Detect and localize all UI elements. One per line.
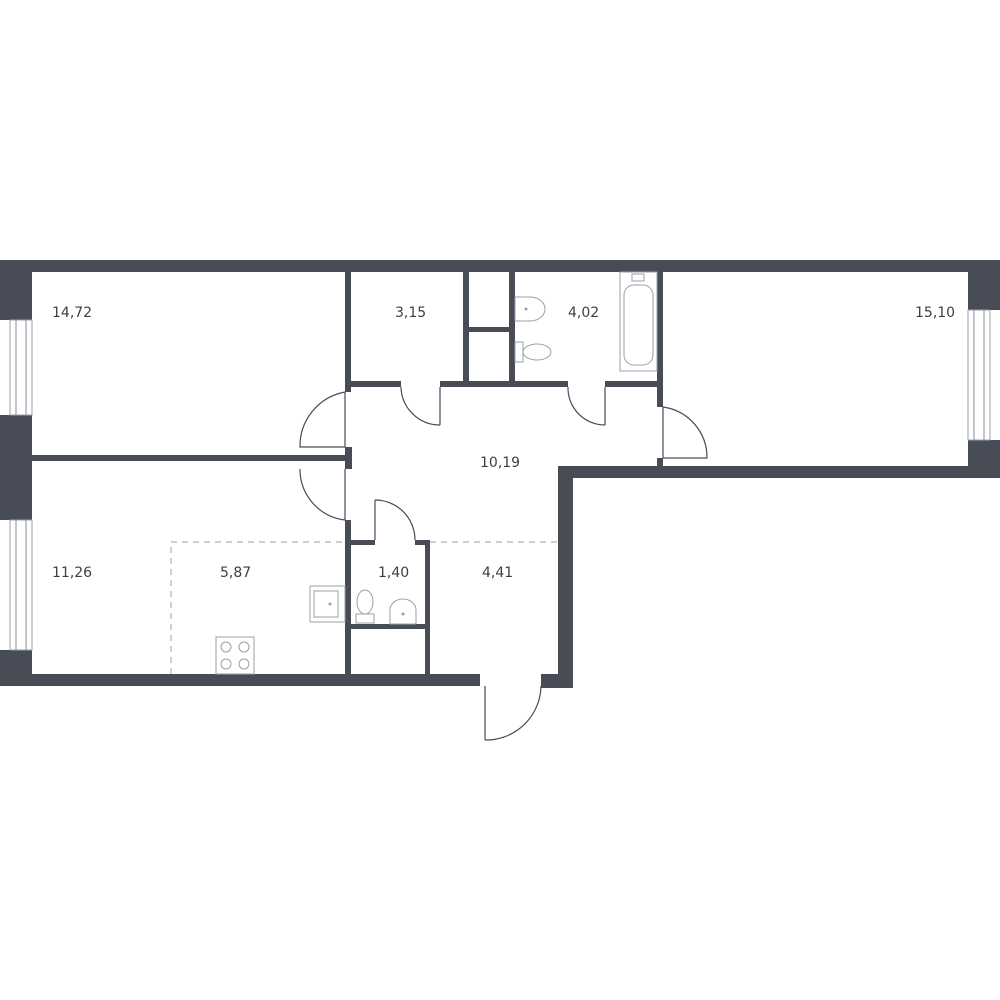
- wall-bedroom-right-stub: [657, 458, 663, 466]
- toilet-icon: [514, 341, 552, 363]
- area-label-room-bottom-left: 11,26: [52, 565, 92, 581]
- fixtures: [215, 271, 658, 675]
- kitchen-zone-boundary: [170, 541, 345, 674]
- wall-hall-left-lower: [345, 520, 351, 674]
- door-wc: [374, 499, 416, 541]
- wall-right-wing-bottom: [558, 466, 1000, 478]
- area-label-storage: 3,15: [395, 305, 426, 321]
- exterior-walls: [0, 260, 1000, 688]
- wall-bedroom-storage: [345, 272, 351, 392]
- door-entrance: [484, 685, 542, 741]
- door-bedroom-left: [299, 391, 346, 448]
- area-label-kitchen: 5,87: [220, 565, 251, 581]
- area-label-bedroom-top-left: 14,72: [52, 305, 92, 321]
- wall-wc-right: [425, 540, 430, 674]
- wall-bathroom-bottom-right: [605, 381, 663, 387]
- bathroom-sink-icon: [514, 296, 546, 322]
- area-labels: 14,72 3,15 4,02 15,10 10,19 11,26 5,87 1…: [52, 305, 955, 581]
- windows: [9, 309, 991, 651]
- area-label-hallway: 10,19: [480, 455, 520, 471]
- window-left-bottom: [9, 519, 33, 651]
- wall-top: [0, 260, 1000, 272]
- wall-storage-bottom-left: [345, 381, 401, 387]
- wall-wc-bottom: [345, 624, 430, 629]
- kitchen-sink-icon: [309, 585, 346, 623]
- area-label-bedroom-right: 15,10: [915, 305, 955, 321]
- wall-right-top-pier: [968, 260, 1000, 310]
- window-left-top: [9, 319, 33, 416]
- area-label-wc: 1,40: [378, 565, 409, 581]
- wall-bottom-entrance-jamb: [541, 674, 573, 688]
- zone-separators: [170, 541, 558, 674]
- stove-icon: [215, 636, 255, 675]
- wall-left-mid-pier: [0, 415, 32, 520]
- wall-entrance-right: [558, 466, 573, 688]
- wall-left-top-pier: [0, 260, 32, 320]
- doors: [299, 386, 708, 741]
- wc-toilet-icon: [355, 589, 375, 624]
- wc-sink-icon: [389, 598, 417, 625]
- area-label-entrance: 4,41: [482, 565, 513, 581]
- area-label-bathroom: 4,02: [568, 305, 599, 321]
- wall-bedrooms-divider: [32, 455, 352, 461]
- wall-bottom-left: [0, 674, 480, 686]
- wall-wc-top-left: [345, 540, 375, 545]
- wall-storage-bottom-right: [440, 381, 568, 387]
- door-room-bottom-left: [299, 468, 346, 521]
- door-bathroom: [567, 386, 606, 426]
- wall-bathroom-right: [657, 272, 663, 407]
- door-storage: [400, 386, 441, 426]
- bathtub-icon: [619, 271, 658, 372]
- wall-wc-top-right: [415, 540, 430, 545]
- wall-shaft-mid: [463, 327, 515, 332]
- wall-divider-stub: [345, 447, 352, 469]
- door-bedroom-right: [662, 406, 708, 459]
- interior-walls: [32, 272, 663, 674]
- window-right: [967, 309, 991, 441]
